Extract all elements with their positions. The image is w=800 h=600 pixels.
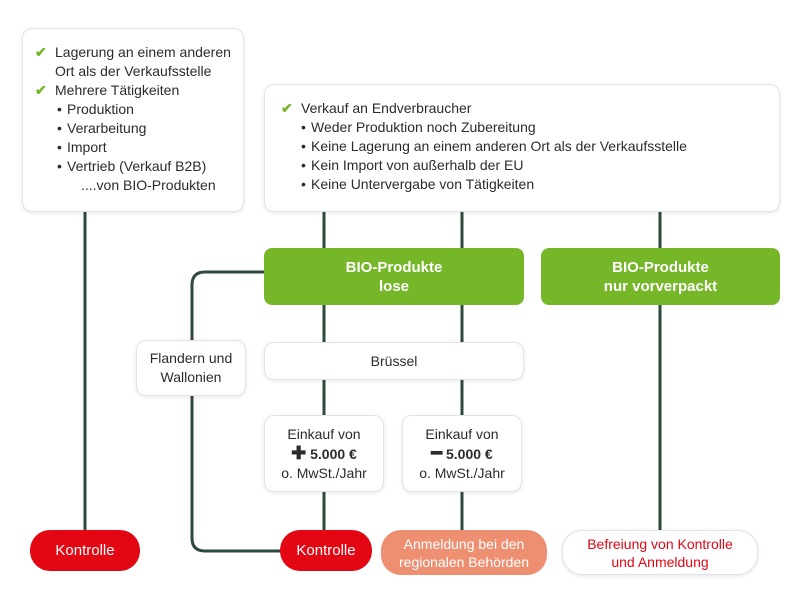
list-item: •Kein Import von außerhalb der EU: [301, 157, 524, 173]
minus-icon: ━: [431, 442, 443, 463]
bullet-icon: •: [301, 176, 306, 192]
bullet-icon: •: [57, 101, 62, 117]
befreiung-pill: Befreiung von Kontrolle und Anmeldung: [562, 530, 758, 575]
bruessel-box: Brüssel: [264, 342, 524, 380]
connector-loop: [190, 270, 282, 553]
list-item: •Produktion: [57, 101, 134, 117]
bio-lose-line1: BIO-Produkte: [345, 258, 443, 276]
check-icon: ✔: [35, 44, 47, 60]
kontrolle-left-pill: Kontrolle: [30, 530, 140, 571]
list-item: •Keine Untervergabe von Tätigkeiten: [301, 176, 535, 192]
list-item: ✔Lagerung an einem anderen: [35, 44, 231, 60]
list-item: •Keine Lagerung an einem anderen Ort als…: [301, 138, 687, 154]
plus-icon: ✚: [291, 442, 307, 463]
list-item: Ort als der Verkaufsstelle: [55, 63, 212, 79]
bio-lose-box: BIO-Produkte lose: [264, 248, 524, 305]
anmeldung-pill: Anmeldung bei den regionalen Behörden: [381, 530, 547, 575]
activities-box: ✔Lagerung an einem anderen Ort als der V…: [22, 28, 244, 212]
flandern-wallonien-box: Flandern und Wallonien: [136, 340, 246, 396]
list-item: ....von BIO-Produkten: [81, 177, 216, 193]
bio-vorverpackt-box: BIO-Produkte nur vorverpackt: [541, 248, 780, 305]
bullet-icon: •: [301, 138, 306, 154]
bullet-icon: •: [57, 120, 62, 136]
bullet-icon: •: [57, 158, 62, 174]
list-item: •Verarbeitung: [57, 120, 147, 136]
check-icon: ✔: [35, 82, 47, 98]
bio-vorverpackt-line2: nur vorverpackt: [603, 277, 718, 295]
check-icon: ✔: [281, 100, 293, 116]
bullet-icon: •: [301, 157, 306, 173]
bio-vorverpackt-line1: BIO-Produkte: [612, 258, 709, 276]
einkauf-plus-box: Einkauf von ✚ 5.000 € o. MwSt./Jahr: [264, 415, 384, 492]
list-item: •Vertrieb (Verkauf B2B): [57, 158, 207, 174]
bullet-icon: •: [301, 119, 306, 135]
list-item: ✔Verkauf an Endverbraucher: [281, 100, 472, 116]
bullet-icon: •: [57, 139, 62, 155]
list-item: •Import: [57, 139, 107, 155]
list-item: ✔Mehrere Tätigkeiten: [35, 82, 180, 98]
bio-lose-line2: lose: [378, 277, 409, 295]
einkauf-minus-box: Einkauf von ━ 5.000 € o. MwSt./Jahr: [402, 415, 522, 492]
kontrolle-mid-pill: Kontrolle: [280, 530, 372, 571]
list-item: •Weder Produktion noch Zubereitung: [301, 119, 536, 135]
retail-conditions-box: ✔Verkauf an Endverbraucher •Weder Produk…: [264, 84, 780, 212]
